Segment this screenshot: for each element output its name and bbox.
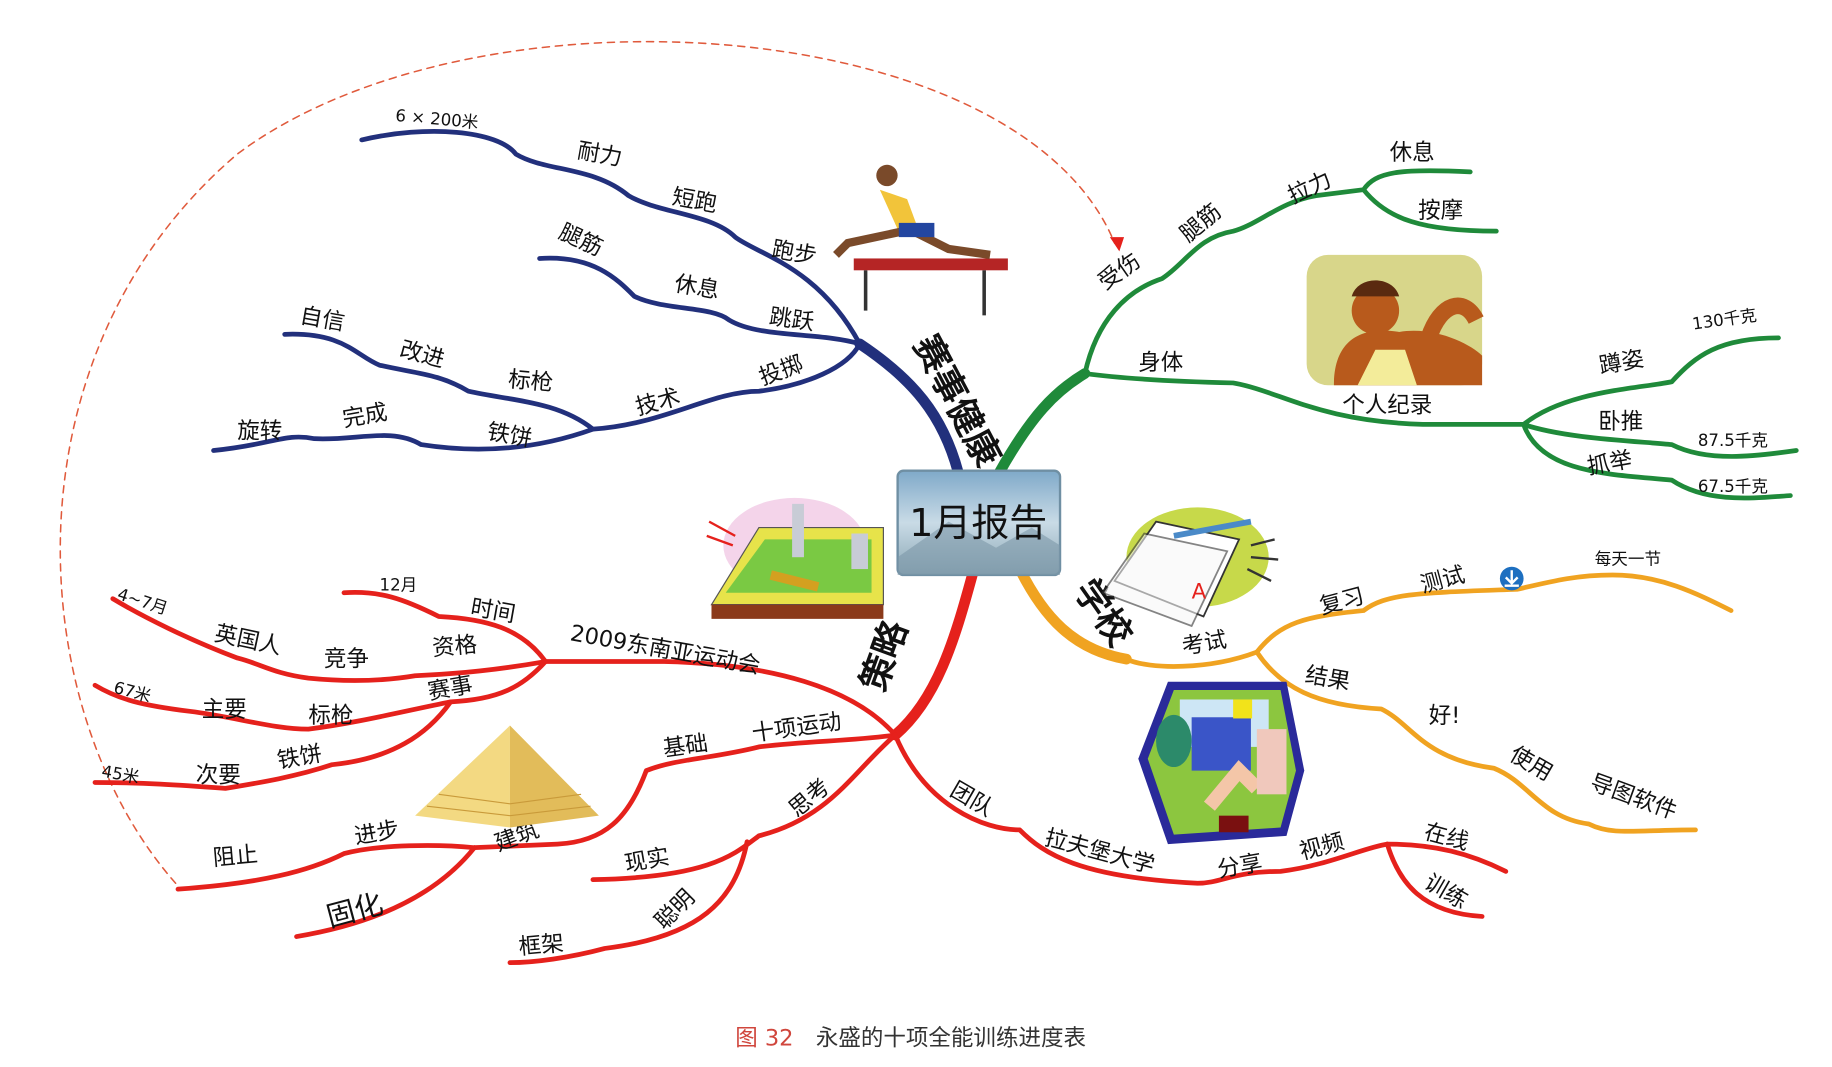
branch-title-strategy: 策略 [853, 614, 916, 696]
node-endurance: 耐力 [575, 138, 624, 171]
node-sea-games: 2009东南亚运动会 [568, 621, 762, 680]
node-exam: 考试 [1180, 627, 1229, 660]
svg-text:A: A [1192, 580, 1207, 605]
node-improve: 改进 [397, 336, 447, 373]
node-javelin: 标枪 [507, 367, 554, 397]
node-rest: 休息 [673, 271, 722, 304]
node-rest-green: 休息 [1390, 140, 1435, 166]
node-daily: 每天一节 [1595, 549, 1661, 568]
node-complete: 完成 [340, 399, 389, 432]
node-solidify: 固化 [323, 887, 386, 934]
node-review: 复习 [1317, 583, 1367, 620]
branch-green [993, 168, 1799, 501]
node-strain: 拉力 [1284, 167, 1336, 210]
exam-paper-illustration: A [1101, 507, 1279, 628]
node-online: 在线 [1421, 819, 1471, 856]
node-bench-weight: 87.5千克 [1698, 431, 1768, 450]
node-massage: 按摩 [1418, 198, 1463, 224]
node-body: 身体 [1138, 350, 1183, 376]
node-spin: 旋转 [237, 419, 282, 445]
node-primary: 主要 [202, 697, 247, 723]
figure-number: 图 32 [735, 1026, 793, 1052]
pyramid-illustration [415, 725, 599, 828]
hurdler-illustration [833, 164, 1008, 316]
figure-caption: 图 32 永盛的十项全能训练进度表 [735, 1026, 1086, 1052]
node-confidence: 自信 [298, 303, 347, 336]
node-squat: 蹲姿 [1597, 346, 1646, 379]
node-technique: 技术 [633, 384, 683, 421]
node-hinder: 阻止 [212, 842, 259, 872]
node-share: 分享 [1215, 850, 1264, 883]
node-foundation: 基础 [661, 730, 709, 762]
node-qualification: 资格 [431, 632, 478, 662]
central-topic: 1月报告 [896, 469, 1062, 577]
node-hamstring: 腿筋 [555, 219, 607, 262]
node-javelin-red: 标枪 [308, 703, 353, 729]
branch-red [92, 569, 1509, 966]
node-smart: 聪明 [650, 885, 700, 935]
node-jumping: 跳跃 [768, 304, 816, 336]
camera-illustration [1138, 681, 1305, 845]
node-team: 团队 [946, 777, 998, 822]
node-mindmap-software: 导图软件 [1587, 770, 1681, 825]
node-running: 跑步 [770, 236, 819, 269]
node-snatch-weight: 67.5千克 [1698, 477, 1768, 496]
node-bench-press: 卧推 [1598, 409, 1643, 435]
branch-orange [1014, 563, 1734, 834]
relation-arrow [59, 40, 1116, 885]
weightlifter-illustration [1306, 254, 1484, 386]
branch-blue [211, 129, 964, 478]
node-6x200m: 6 × 200米 [395, 106, 480, 132]
chess-illustration [706, 497, 884, 619]
download-icon[interactable] [1499, 566, 1524, 591]
node-framework: 框架 [518, 931, 565, 961]
node-competition: 竞争 [324, 646, 369, 672]
figure-title: 永盛的十项全能训练进度表 [816, 1026, 1086, 1052]
central-topic-title: 1月报告 [909, 501, 1047, 545]
node-personal-record: 个人纪录 [1342, 393, 1432, 419]
node-result: 结果 [1303, 662, 1352, 695]
node-hamstring-green: 腿筋 [1175, 199, 1226, 248]
node-good: 好! [1429, 703, 1461, 729]
node-secondary: 次要 [196, 762, 241, 788]
node-squat-weight: 130千克 [1691, 306, 1758, 334]
arrowhead-icon [1109, 237, 1125, 252]
node-december: 12月 [380, 575, 418, 594]
